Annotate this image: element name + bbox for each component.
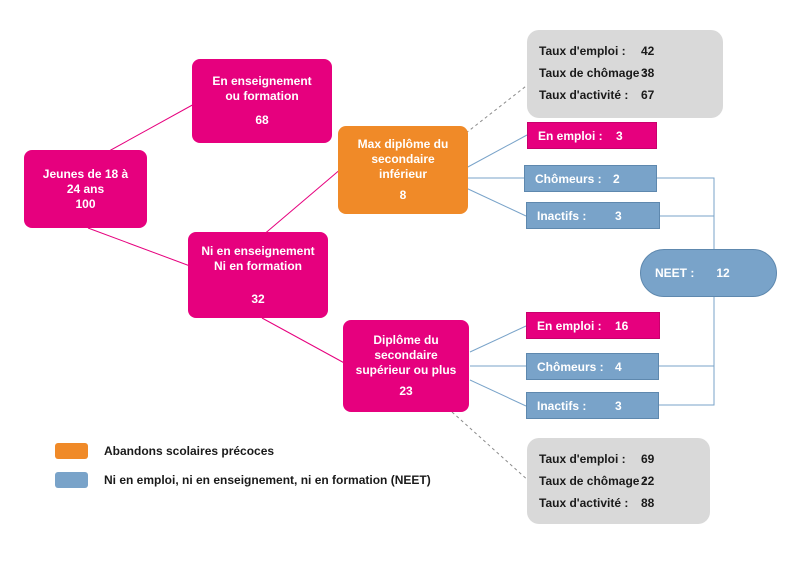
- legend-early-leavers: Abandons scolaires précoces: [55, 443, 274, 459]
- legend-neet-label: Ni en emploi, ni en enseignement, ni en …: [104, 473, 431, 487]
- upper-chomeurs-chip: Chômeurs : 4: [526, 353, 659, 380]
- stats-lower-label: Taux de chômage :: [539, 66, 647, 80]
- stats-lower-row: Taux de chômage : 38: [539, 62, 723, 84]
- link-upper-inactifs: [469, 379, 527, 407]
- stats-upper-label: Taux d'activité :: [539, 496, 629, 510]
- stats-upper-value: 69: [641, 452, 655, 466]
- node-not-in-education: Ni en enseignement Ni en formation 32: [188, 232, 328, 318]
- link-upper-emploi: [469, 325, 527, 353]
- upper-inactifs-label: Inactifs :: [537, 398, 587, 413]
- stats-upper-row: Taux d'activité : 88: [539, 492, 710, 514]
- stats-lower-value: 42: [641, 44, 655, 58]
- stats-upper-box: Taux d'emploi : 69 Taux de chômage : 22 …: [527, 438, 710, 524]
- upper-chomeurs-value: 4: [615, 359, 622, 374]
- node-lower-secondary-label: Max diplôme du secondaire inférieur: [357, 137, 449, 181]
- node-in-education: En enseignement ou formation 68: [192, 59, 332, 143]
- link-lower-inactifs: [465, 187, 527, 217]
- node-lower-secondary-value: 8: [399, 188, 407, 202]
- node-root-label: Jeunes de 18 à 24 ans: [42, 166, 129, 196]
- node-root: Jeunes de 18 à 24 ans 100: [24, 150, 147, 228]
- node-root-value: 100: [75, 196, 96, 211]
- stats-upper-label: Taux d'emploi :: [539, 452, 626, 466]
- upper-emploi-chip: En emploi : 16: [526, 312, 660, 339]
- node-upper-secondary: Diplôme du secondaire supérieur ou plus …: [343, 320, 469, 412]
- upper-emploi-label: En emploi :: [537, 318, 602, 333]
- legend-early-leavers-label: Abandons scolaires précoces: [104, 444, 275, 458]
- stats-lower-row: Taux d'emploi : 42: [539, 40, 723, 62]
- neet-total: NEET : 12: [640, 249, 777, 297]
- neet-value: 12: [716, 266, 730, 280]
- upper-emploi-value: 16: [615, 318, 629, 333]
- node-in-education-value: 68: [255, 113, 269, 127]
- node-upper-secondary-label: Diplôme du secondaire supérieur ou plus: [355, 333, 457, 377]
- lower-inactifs-value: 3: [615, 208, 622, 223]
- legend-neet: Ni en emploi, ni en enseignement, ni en …: [55, 472, 431, 488]
- stats-upper-value: 22: [641, 474, 655, 488]
- stats-lower-value: 38: [641, 66, 655, 80]
- upper-inactifs-chip: Inactifs : 3: [526, 392, 659, 419]
- stats-upper-label: Taux de chômage :: [539, 474, 647, 488]
- lower-inactifs-chip: Inactifs : 3: [526, 202, 660, 229]
- node-upper-secondary-value: 23: [399, 384, 413, 398]
- stats-lower-box: Taux d'emploi : 42 Taux de chômage : 38 …: [527, 30, 723, 118]
- neet-bracket-upper: [659, 365, 715, 406]
- stats-upper-row: Taux d'emploi : 69: [539, 448, 710, 470]
- lower-emploi-value: 3: [616, 128, 623, 143]
- lower-chomeurs-chip: Chômeurs : 2: [524, 165, 657, 192]
- node-in-education-label: En enseignement ou formation: [212, 74, 312, 103]
- link-lower-stats: [465, 82, 531, 134]
- link-not-education-upper: [261, 317, 349, 366]
- neet-bracket-lower: [656, 177, 715, 217]
- node-not-in-education-value: 32: [251, 291, 265, 306]
- lower-chomeurs-value: 2: [613, 171, 620, 186]
- lower-emploi-chip: En emploi : 3: [527, 122, 657, 149]
- stats-lower-value: 67: [641, 88, 655, 102]
- stats-lower-label: Taux d'emploi :: [539, 44, 626, 58]
- stats-lower-label: Taux d'activité :: [539, 88, 629, 102]
- link-root-not-education: [87, 227, 191, 267]
- lower-emploi-label: En emploi :: [538, 128, 603, 143]
- upper-chomeurs-label: Chômeurs :: [537, 359, 604, 374]
- link-upper-stats: [451, 411, 531, 483]
- lower-chomeurs-label: Chômeurs :: [535, 171, 602, 186]
- link-not-education-lower: [261, 167, 343, 237]
- stats-upper-value: 88: [641, 496, 655, 510]
- link-root-education: [99, 102, 197, 157]
- neet-label: NEET :: [655, 266, 695, 280]
- legend-blue-swatch: [55, 472, 88, 488]
- node-lower-secondary: Max diplôme du secondaire inférieur 8: [338, 126, 468, 214]
- lower-inactifs-label: Inactifs :: [537, 208, 587, 223]
- stats-lower-row: Taux d'activité : 67: [539, 84, 723, 106]
- stats-upper-row: Taux de chômage : 22: [539, 470, 710, 492]
- link-lower-emploi: [465, 134, 528, 169]
- node-not-in-education-label: Ni en enseignement Ni en formation: [201, 243, 315, 273]
- upper-inactifs-value: 3: [615, 398, 622, 413]
- legend-orange-swatch: [55, 443, 88, 459]
